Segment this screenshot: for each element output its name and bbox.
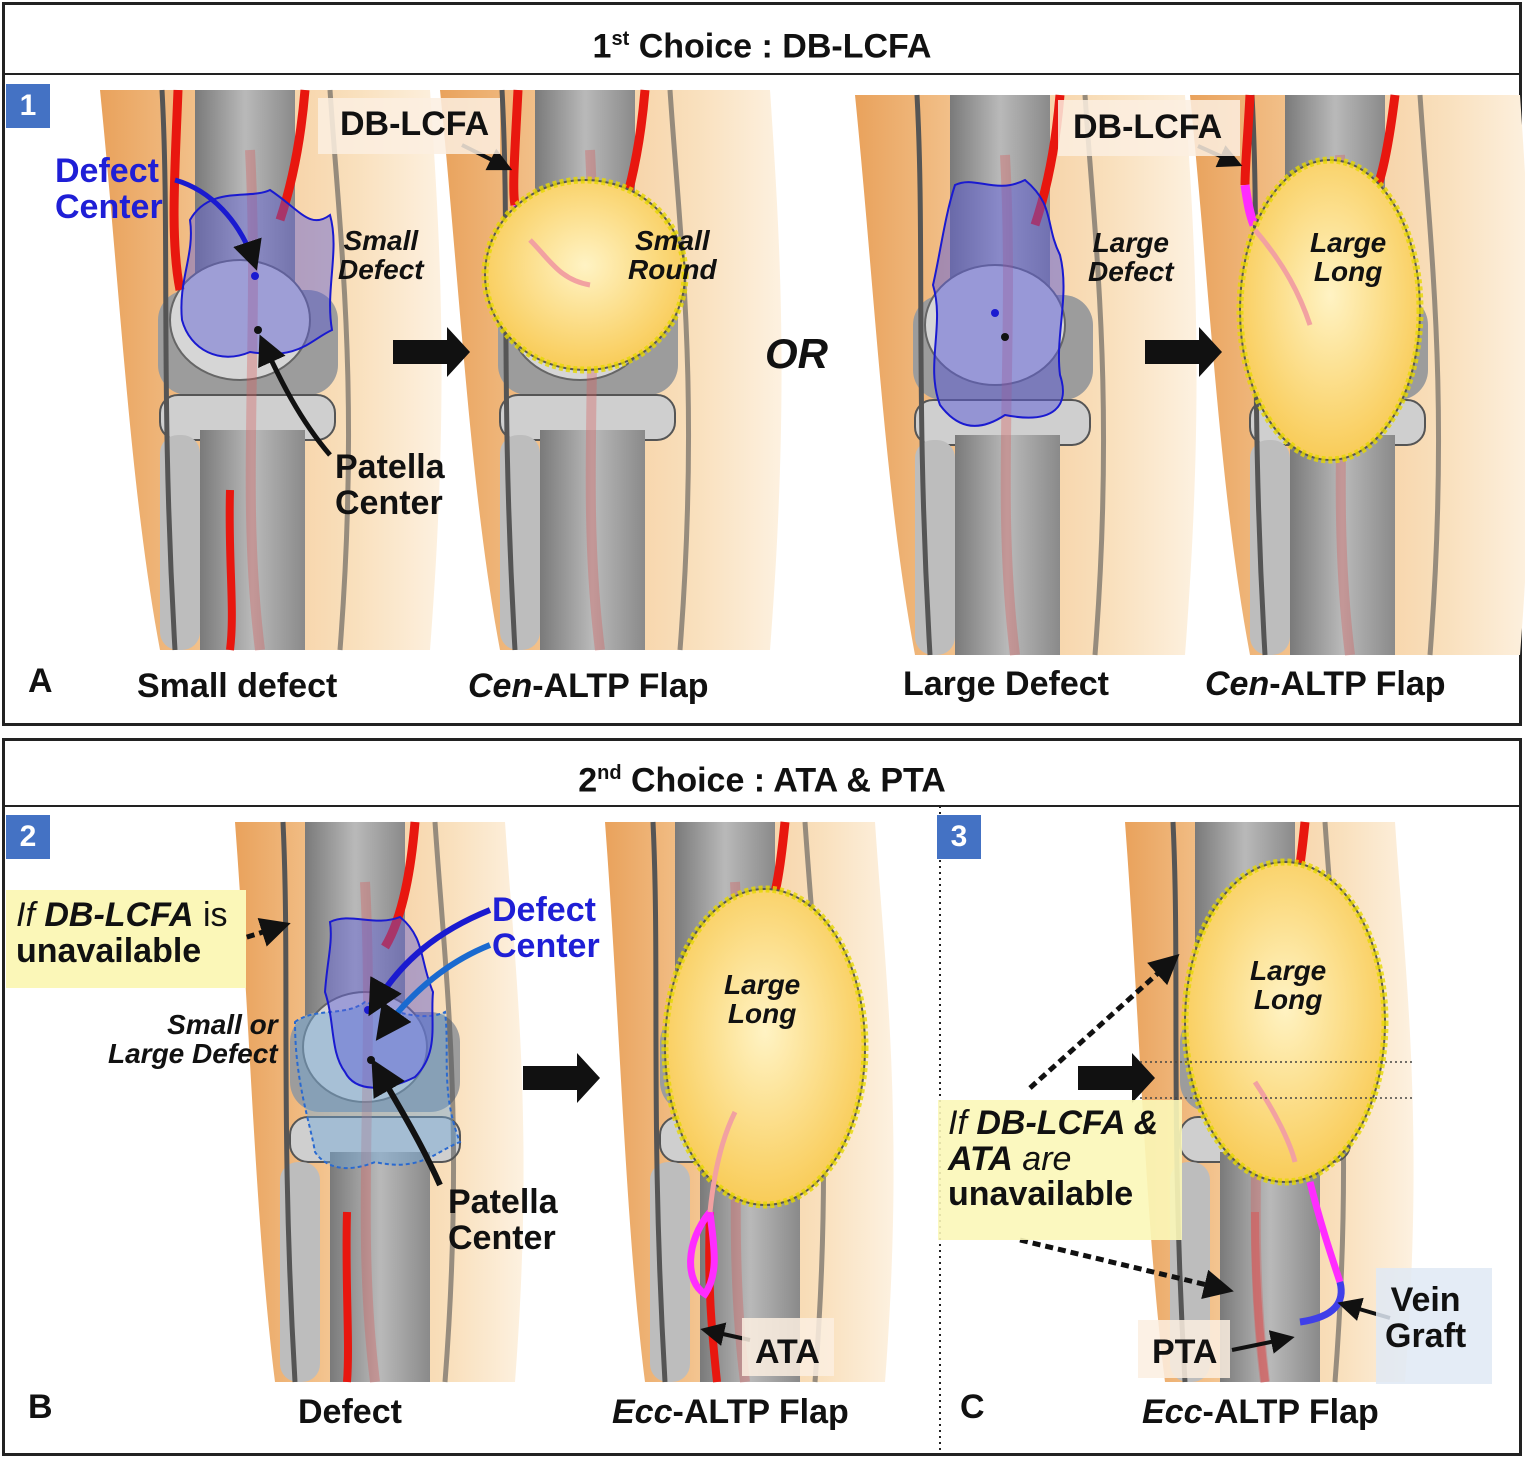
caption-cen-altp-2: Cen-ALTP Flap [1205, 665, 1446, 703]
if-dblcfa-ata-box [938, 1100, 1182, 1240]
knee-ecc-flap-b [605, 822, 894, 1382]
ata-tag-bg [742, 1318, 834, 1376]
flow-arrow [523, 1053, 600, 1103]
defect-center-label: Defect Center [55, 152, 163, 226]
large-long-label-c: Large Long [1250, 955, 1327, 1016]
knee-large-defect [855, 95, 1197, 655]
caption-large-defect: Large Defect [903, 665, 1109, 703]
knee-ecc-flap-c [1125, 822, 1414, 1382]
badge-3: 3 [937, 815, 981, 859]
badge-2: 2 [6, 815, 50, 859]
flow-arrow [1145, 327, 1222, 377]
caption-defect-b: Defect [298, 1393, 402, 1431]
panel-letter-a: A [28, 662, 53, 700]
patella-center-label: Patella Center [335, 448, 445, 522]
large-long-label: Large Long [1310, 227, 1387, 288]
if-dblcfa-box [6, 890, 246, 988]
flow-arrow [393, 327, 470, 377]
flow-arrow [1078, 1053, 1155, 1103]
pta-tag-bg [1138, 1320, 1230, 1378]
vein-graft-label: Vein Graft [1385, 1281, 1467, 1355]
knee-small-defect [100, 90, 442, 650]
pta-label: PTA [1152, 1333, 1218, 1371]
caption-small-defect: Small defect [137, 667, 338, 705]
large-long-label-b: Large Long [724, 969, 801, 1030]
small-round-label: Small Round [628, 225, 717, 286]
badge-1: 1 [6, 84, 50, 128]
panel-letter-c: C [960, 1388, 985, 1426]
vein-graft-tag-bg [1376, 1268, 1492, 1384]
dblcfa-label: DB-LCFA [340, 105, 490, 143]
defect-shape [931, 178, 1065, 427]
dblcfa-label-2: DB-LCFA [1073, 108, 1223, 146]
or-label: OR [765, 330, 828, 377]
panel-bottom-title: 2nd Choice : ATA & PTA [5, 741, 1519, 807]
knee-cen-flap-large [1190, 95, 1525, 655]
caption-cen-altp-1: Cen-ALTP Flap [468, 667, 709, 705]
caption-ecc-altp-c: Ecc-ALTP Flap [1142, 1393, 1379, 1431]
ata-label: ATA [755, 1333, 820, 1371]
panel-letter-b: B [28, 1388, 53, 1426]
small-or-large-label: Small or Large Defect [108, 1009, 278, 1070]
if-dblcfa-ata-label: If DB-LCFA & ATA are unavailable [948, 1104, 1159, 1214]
caption-ecc-altp-b: Ecc-ALTP Flap [612, 1393, 849, 1431]
small-defect-label: Small Defect [338, 225, 424, 286]
knee-cen-flap-small [440, 90, 782, 650]
dblcfa-tag-bg-2 [1058, 100, 1240, 156]
defect-center-label-b: Defect Center [492, 891, 600, 965]
dblcfa-tag-bg [318, 98, 500, 154]
if-dblcfa-label: If DB-LCFA is unavailable [16, 896, 228, 970]
large-defect-label: Large Defect [1088, 227, 1174, 288]
panel-top-title: 1st Choice : DB-LCFA [5, 5, 1519, 75]
patella-center-label-b: Patella Center [448, 1183, 558, 1257]
knee-defect-b [235, 822, 524, 1382]
